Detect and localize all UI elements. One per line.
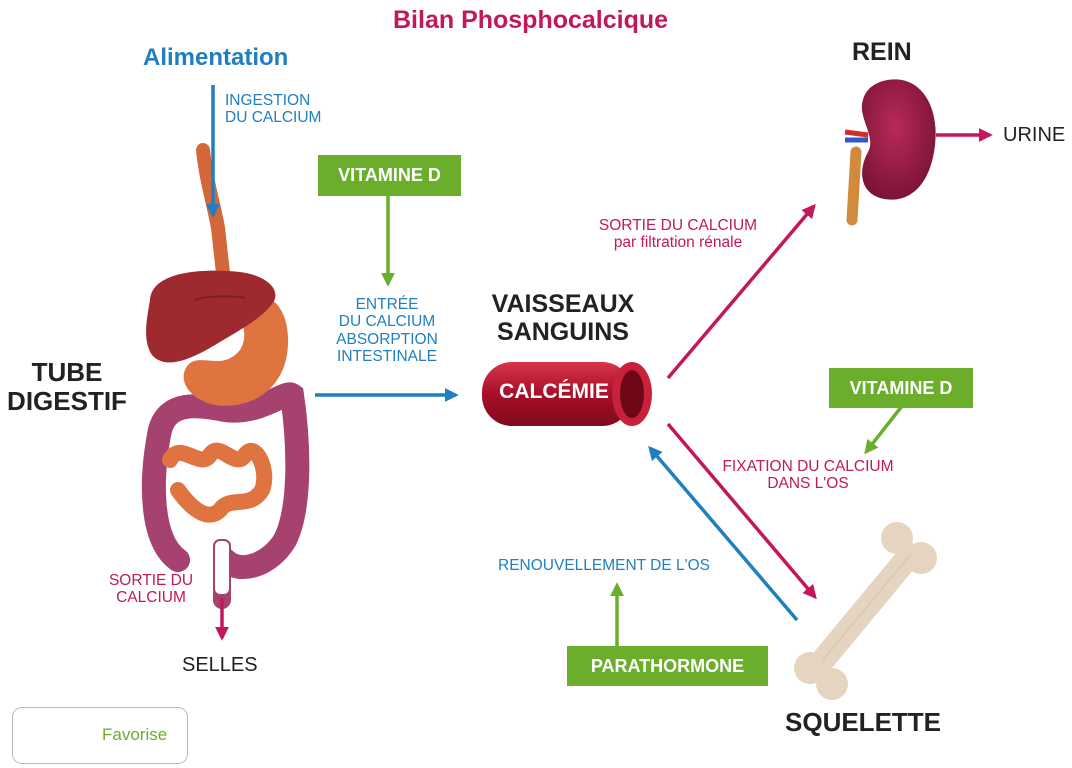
legend-label: Favorise: [102, 725, 168, 744]
node-tube-line1: TUBE: [31, 357, 103, 387]
label-fixation: FIXATION DU CALCIUM DANS L'OS: [713, 458, 903, 493]
legend-box: [12, 707, 188, 764]
arrow-renouvellement: [648, 445, 799, 622]
blood-vessel-illustration: [482, 362, 652, 426]
label-entree-line1: ENTRÉE: [355, 296, 419, 313]
bone-illustration: [794, 522, 937, 700]
label-sortie-renale-line1: SORTIE DU CALCIUM: [598, 217, 758, 234]
badge-parathormone: PARATHORMONE: [567, 646, 768, 686]
node-calcemie: CALCÉMIE: [499, 380, 609, 403]
label-ingestion-line1: INGESTION: [225, 92, 311, 109]
label-entree-line4: INTESTINALE: [337, 348, 437, 366]
node-urine: URINE: [1003, 124, 1066, 146]
diagram-title: Bilan Phosphocalcique: [393, 6, 669, 34]
label-sortie-renale: SORTIE DU CALCIUM par filtration rénale: [587, 217, 769, 252]
node-vaisseaux-sanguins: VAISSEAUX SANGUINS: [478, 290, 648, 346]
label-sortie-renale-line2: par filtration rénale: [613, 234, 743, 252]
digestive-tract-illustration: [141, 143, 310, 609]
label-sortie-selles: SORTIE DU CALCIUM: [96, 572, 206, 607]
node-alimentation: Alimentation: [143, 44, 289, 71]
label-entree-calcium: ENTRÉE DU CALCIUM ABSORPTION INTESTINALE: [322, 296, 452, 365]
node-squelette: SQUELETTE: [785, 707, 942, 737]
badge-vitamine-d-absorption: VITAMINE D: [318, 155, 461, 196]
label-entree-line3: ABSORPTION: [336, 330, 438, 348]
node-vaisseaux-line2: SANGUINS: [497, 318, 629, 346]
badge-vitamine-d-fixation: VITAMINE D: [829, 368, 973, 408]
arrow-fixation: [666, 422, 817, 600]
label-ingestion-line2: DU CALCIUM: [225, 109, 322, 127]
node-tube-line2: DIGESTIF: [7, 386, 127, 417]
label-sortie-selles-line1: SORTIE DU: [108, 572, 194, 589]
label-renouvellement: RENOUVELLEMENT DE L'OS: [498, 557, 710, 574]
label-ingestion: INGESTION DU CALCIUM: [225, 92, 321, 127]
node-tube-digestif: TUBE DIGESTIF: [2, 357, 132, 417]
kidney-illustration: [844, 79, 936, 226]
node-vaisseaux-line1: VAISSEAUX: [491, 290, 635, 318]
arrow-renal: [666, 203, 816, 380]
label-fixation-line1: FIXATION DU CALCIUM: [722, 458, 894, 475]
label-sortie-selles-line2: CALCIUM: [116, 589, 186, 607]
label-fixation-line2: DANS L'OS: [767, 475, 849, 493]
arrow-vitamine-d-fixation: [864, 404, 904, 455]
node-rein: REIN: [852, 38, 912, 66]
node-selles: SELLES: [182, 654, 258, 676]
label-entree-line2: DU CALCIUM: [338, 313, 436, 331]
